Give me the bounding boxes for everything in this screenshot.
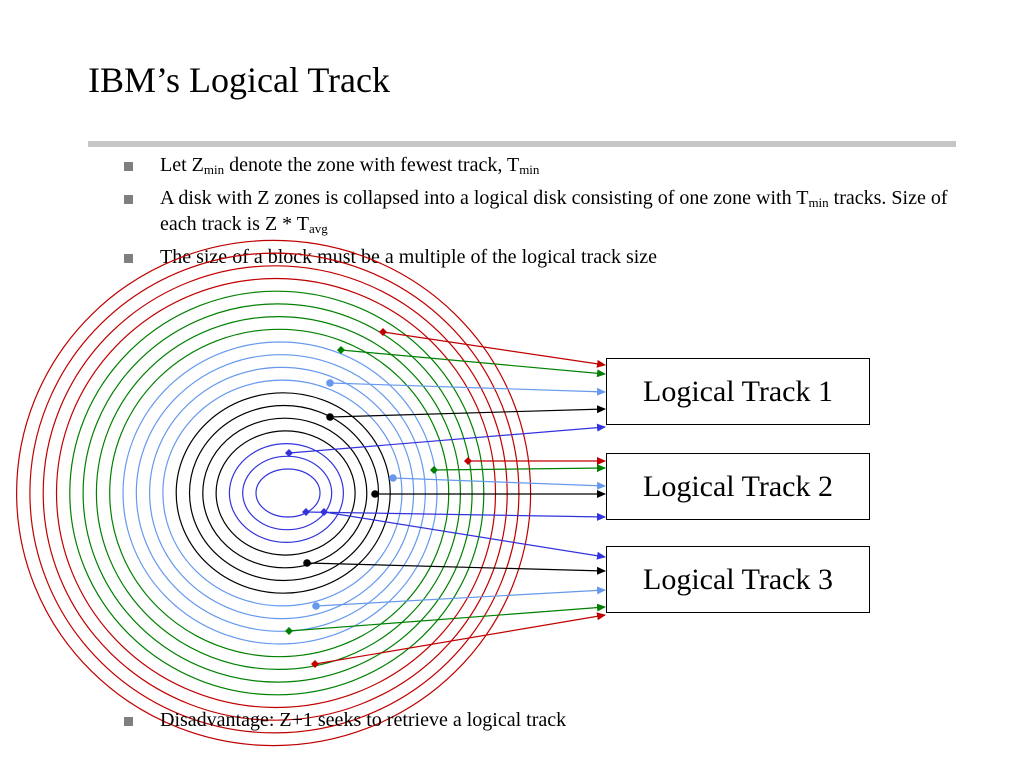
bullet-list-top: Let Zmin denote the zone with fewest tra…	[120, 152, 950, 277]
black-track-ring	[175, 392, 391, 594]
black-mapping-arrow	[329, 405, 606, 418]
green-mapping-arrow	[288, 603, 606, 632]
green-track-ring	[82, 303, 473, 683]
red-track-ring	[29, 252, 520, 734]
red-track-ring	[16, 239, 532, 747]
light-blue-track-ring	[162, 379, 403, 607]
green-track-ring	[109, 328, 450, 658]
black-track-ring	[188, 404, 380, 582]
bullet-square-icon	[124, 162, 133, 171]
logical-track-2-box: Logical Track 2	[606, 453, 870, 520]
black-track-start-dot	[326, 413, 334, 421]
green-track-start-diamond	[285, 627, 293, 635]
light-blue-mapping-arrow	[329, 382, 606, 396]
bullet-text: denote the zone with fewest track, T	[224, 154, 520, 176]
black-mapping-arrow	[306, 562, 606, 575]
bullet-item: Disadvantage: Z+1 seeks to retrieve a lo…	[120, 707, 950, 733]
green-track-start-diamond	[430, 466, 438, 474]
logical-track-3-box: Logical Track 3	[606, 546, 870, 613]
red-mapping-arrow	[314, 612, 606, 665]
light-blue-mapping-arrow	[315, 586, 606, 607]
light-blue-track-start-dot	[326, 379, 334, 387]
title-divider	[88, 141, 956, 147]
subscript-text: min	[519, 162, 540, 177]
green-track-start-diamond	[337, 346, 345, 354]
subscript-text: min	[203, 162, 225, 177]
bullet-text: Disadvantage: Z+1 seeks to retrieve a lo…	[160, 709, 567, 731]
bullet-list-bottom: Disadvantage: Z+1 seeks to retrieve a lo…	[120, 707, 950, 740]
subscript-text: min	[808, 195, 829, 210]
red-track-start-diamond	[379, 328, 387, 336]
bullet-square-icon	[124, 717, 133, 726]
red-track-start-diamond	[464, 457, 472, 465]
blue-mapping-arrow	[323, 511, 606, 560]
black-track-ring	[202, 417, 368, 569]
bullet-square-icon	[124, 254, 133, 263]
light-blue-mapping-arrow	[392, 477, 606, 490]
black-track-start-dot	[371, 490, 379, 498]
track-start-markers	[285, 328, 472, 668]
green-mapping-arrow	[340, 349, 606, 378]
light-blue-track-ring	[149, 366, 415, 620]
red-track-start-diamond	[311, 660, 319, 668]
bullet-item: Let Zmin denote the zone with fewest tra…	[120, 152, 950, 178]
light-blue-track-start-dot	[389, 474, 397, 482]
bullet-text: The size of a block must be a multiple o…	[160, 246, 658, 268]
blue-track-start-diamond	[302, 508, 310, 516]
blue-track-start-diamond	[320, 508, 328, 516]
bullet-item: The size of a block must be a multiple o…	[120, 244, 950, 270]
blue-mapping-arrow	[288, 423, 606, 454]
disk-zone-tracks	[16, 239, 532, 747]
light-blue-track-ring	[135, 354, 426, 632]
bullet-text: A disk with Z zones is collapsed into a …	[160, 187, 809, 209]
black-track-ring	[215, 430, 356, 556]
light-blue-track-ring	[122, 341, 438, 645]
light-blue-track-start-dot	[312, 602, 320, 610]
blue-track-ring	[242, 455, 333, 531]
bullet-item: A disk with Z zones is collapsed into a …	[120, 185, 950, 237]
bullet-square-icon	[124, 195, 133, 204]
subscript-text: avg	[309, 221, 328, 236]
track-mapping-arrows	[288, 331, 606, 665]
blue-track-ring	[255, 468, 321, 518]
green-track-ring	[95, 316, 461, 670]
logical-track-1-box: Logical Track 1	[606, 358, 870, 425]
bullet-text: tracks. Size of each track is Z * T	[160, 187, 948, 235]
red-mapping-arrow	[382, 331, 606, 368]
bullet-text: Let Z	[160, 154, 204, 176]
blue-track-start-diamond	[285, 449, 293, 457]
red-track-ring	[55, 277, 497, 709]
slide-title: IBM’s Logical Track	[88, 60, 390, 100]
blue-track-ring	[228, 443, 344, 544]
blue-mapping-arrow	[305, 511, 606, 521]
black-track-start-dot	[303, 559, 311, 567]
green-mapping-arrow	[433, 464, 606, 473]
red-track-ring	[42, 265, 508, 721]
green-track-ring	[69, 290, 485, 696]
